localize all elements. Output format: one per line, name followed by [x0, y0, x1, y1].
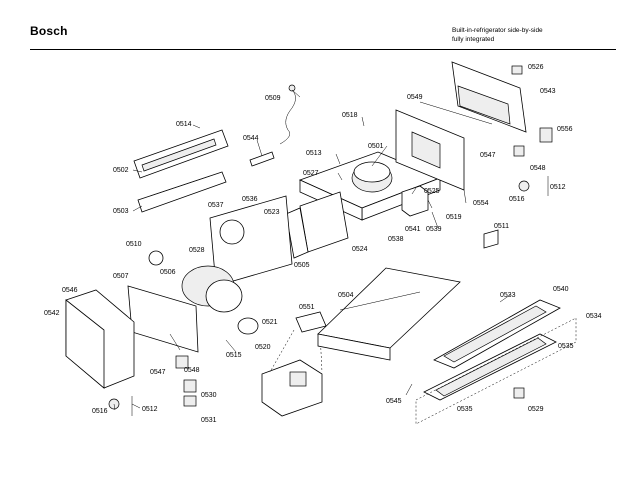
callout-0548: 0548: [184, 367, 200, 374]
callout-0526: 0526: [528, 64, 544, 71]
callout-0514: 0514: [176, 121, 192, 128]
brand-title: Bosch: [30, 24, 68, 38]
base-plate: [317, 267, 461, 361]
callout-0542: 0542: [44, 310, 60, 317]
clip-0529: [513, 387, 525, 399]
callout-0507: 0507: [113, 273, 129, 280]
fan-assembly: [148, 250, 259, 335]
callout-0512: 0512: [142, 406, 158, 413]
callout-0547: 0547: [150, 369, 166, 376]
callout-0540: 0540: [553, 286, 569, 293]
callout-0537: 0537: [208, 202, 224, 209]
callout-labels: 0502 0503 0504 0505 0506 0507 0509 0510 …: [44, 64, 602, 424]
callout-0527: 0527: [303, 170, 319, 177]
callout-0533: 0533: [500, 292, 516, 299]
callout-0523: 0523: [264, 209, 280, 216]
callout-0545: 0545: [386, 398, 402, 405]
control-board-inset: [261, 329, 323, 417]
callout-0536: 0536: [242, 196, 258, 203]
callout-0512: 0512: [550, 184, 566, 191]
control-box: [401, 185, 429, 217]
model-description-line2: fully integrated: [452, 36, 495, 43]
callout-0515: 0515: [226, 352, 242, 359]
top-rear-bracket: [451, 61, 527, 133]
callout-0546: 0546: [62, 287, 78, 294]
model-description: Built-in-refrigerator side-by-side: [452, 27, 543, 34]
callout-0511: 0511: [494, 223, 509, 230]
callout-0516: 0516: [92, 408, 108, 415]
upper-condenser-panel: [395, 109, 465, 191]
callout-0548: 0548: [530, 165, 546, 172]
callout-0528: 0528: [189, 247, 205, 254]
callout-0530: 0530: [201, 392, 217, 399]
callout-0521: 0521: [262, 319, 278, 326]
callout-0505: 0505: [294, 262, 310, 269]
front-grille-upper: [433, 299, 561, 369]
display-frame: [285, 191, 349, 259]
rod-0549: [419, 101, 493, 125]
callout-0502: 0502: [113, 167, 129, 174]
callout-0544: 0544: [243, 135, 259, 142]
callout-0543: 0543: [540, 88, 556, 95]
callout-0535: 0535: [558, 343, 574, 350]
callout-0520: 0520: [255, 344, 271, 351]
callout-leaders: [113, 89, 511, 411]
callout-0518: 0518: [342, 112, 358, 119]
callout-0551: 0551: [299, 304, 315, 311]
front-cover-0542: [65, 289, 135, 389]
callout-0539: 0539: [426, 226, 442, 233]
callout-0547: 0547: [480, 152, 496, 159]
upper-grille-panel: [133, 129, 229, 213]
callout-0535: 0535: [457, 406, 473, 413]
callout-0524: 0524: [352, 246, 368, 253]
callout-0529: 0529: [528, 406, 544, 413]
front-grille-lower: [415, 317, 577, 425]
callout-0554: 0554: [473, 200, 489, 207]
callout-0531: 0531: [201, 417, 217, 424]
left-side-panel: [127, 285, 199, 353]
callout-0556: 0556: [557, 126, 573, 133]
callout-0513: 0513: [306, 150, 322, 157]
callout-0509: 0509: [265, 95, 281, 102]
callout-0525: 0525: [424, 188, 440, 195]
callout-0538: 0538: [388, 236, 404, 243]
cable-harness: [279, 84, 296, 145]
callout-0549: 0549: [407, 94, 423, 101]
callout-0510: 0510: [126, 241, 142, 248]
connector-0551: [295, 311, 327, 333]
callout-0501: 0501: [368, 143, 384, 150]
fan-housing-plate: [209, 195, 293, 287]
callout-0519: 0519: [446, 214, 462, 221]
bracket-0544: [249, 151, 275, 167]
callout-0516: 0516: [509, 196, 525, 203]
callout-0506: 0506: [160, 269, 176, 276]
callout-0503: 0503: [113, 208, 129, 215]
compressor: [351, 161, 393, 193]
callout-0541: 0541: [405, 226, 421, 233]
header-divider: [30, 49, 616, 50]
callout-0504: 0504: [338, 292, 354, 299]
side-hardware-right: [511, 65, 553, 196]
bracket-0511: [483, 229, 499, 249]
callout-0534: 0534: [586, 313, 602, 320]
